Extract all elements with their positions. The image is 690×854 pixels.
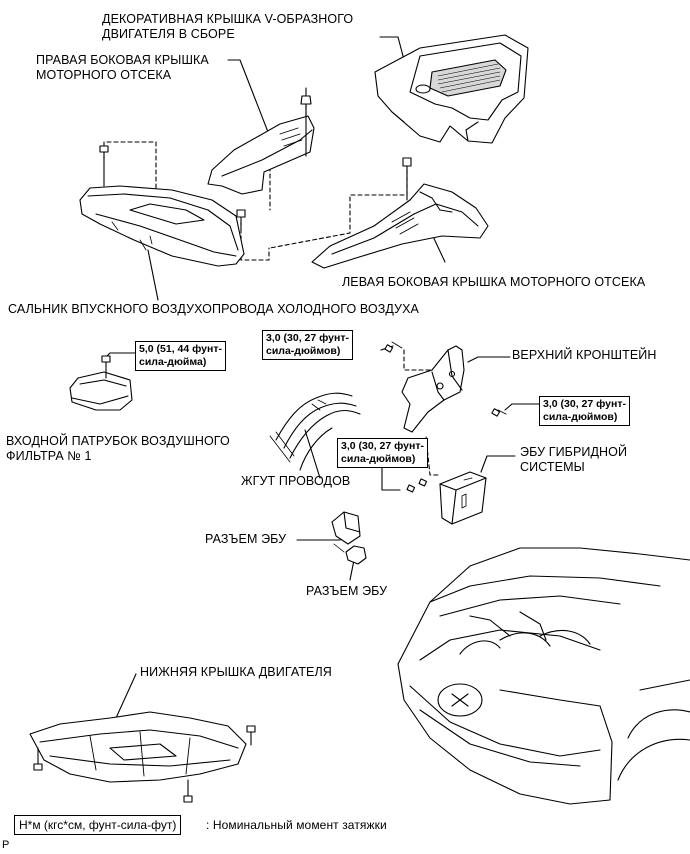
cool-air-duct-seal [79,145,246,267]
upper-bracket [384,341,507,433]
leader-lines [105,36,540,719]
torque-bracket-right-line2: сила-дюймов) [543,411,618,423]
left-side-cover [311,157,489,269]
torque-box-ecu: 3,0 (30, 27 фунт- сила-дюймов) [337,438,428,468]
right-side-cover-label-line2: МОТОРНОГО ОТСЕКА [36,68,172,82]
engine-decorative-cover [374,34,529,144]
hybrid-ecu-label-line1: ЭБУ ГИБРИДНОЙ [520,445,628,459]
engine-under-cover [29,711,256,803]
ecu-connector-label-1: РАЗЪЕМ ЭБУ [205,532,287,546]
vehicle-illustration [397,547,690,805]
ecu-connector-label-2: РАЗЪЕМ ЭБУ [306,584,388,598]
torque-bracket-right-line1: 3,0 (30, 27 фунт- [543,398,626,410]
legend-description: : Номинальный момент затяжки [206,818,387,832]
torque-box-bracket-left: 3,0 (30, 27 фунт- сила-дюймов) [262,330,353,360]
torque-box-bracket-right: 3,0 (30, 27 фунт- сила-дюймов) [539,396,630,426]
air-inlet-label-line2: ФИЛЬТРА № 1 [6,449,92,463]
hybrid-ecu-label-line2: СИСТЕМЫ [520,460,585,474]
wire-harness-label: ЖГУТ ПРОВОДОВ [241,474,351,488]
right-side-cover [207,87,315,195]
cool-air-seal-label: САЛЬНИК ВПУСКНОГО ВОЗДУХОПРОВОДА ХОЛОДНО… [8,302,419,316]
torque-bracket-left-line2: сила-дюймов) [266,345,341,357]
torque-box-inlet: 5,0 (51, 44 фунт- сила-дюйма) [135,341,226,371]
hybrid-ecu [406,471,487,525]
legend-unit-box: Н*м (кгс*см, фунт-сила-фут) [14,815,182,835]
corner-mark: P [2,839,10,851]
engine-under-cover-label: НИЖНЯЯ КРЫШКА ДВИГАТЕЛЯ [140,665,332,679]
upper-bracket-label: ВЕРХНИЙ КРОНШТЕЙН [512,348,657,362]
engine-cover-label-line2: ДВИГАТЕЛЯ В СБОРЕ [102,27,235,41]
torque-ecu-line1: 3,0 (30, 27 фунт- [341,440,424,452]
engine-cover-label-line1: ДЕКОРАТИВНАЯ КРЫШКА V-ОБРАЗНОГО [102,12,354,26]
wire-harness [269,392,361,471]
torque-inlet-line1: 5,0 (51, 44 фунт- [139,343,222,355]
torque-inlet-line2: сила-дюйма) [139,356,207,368]
right-side-cover-label-line1: ПРАВАЯ БОКОВАЯ КРЫШКА [36,53,209,67]
torque-ecu-line2: сила-дюймов) [341,453,416,465]
left-side-cover-label: ЛЕВАЯ БОКОВАЯ КРЫШКА МОТОРНОГО ОТСЕКА [342,275,646,289]
air-inlet-label-line1: ВХОДНОЙ ПАТРУБОК ВОЗДУШНОГО [6,434,230,448]
ecu-connectors [331,511,367,565]
air-filter-inlet [69,355,133,411]
torque-bracket-left-line1: 3,0 (30, 27 фунт- [266,332,349,344]
